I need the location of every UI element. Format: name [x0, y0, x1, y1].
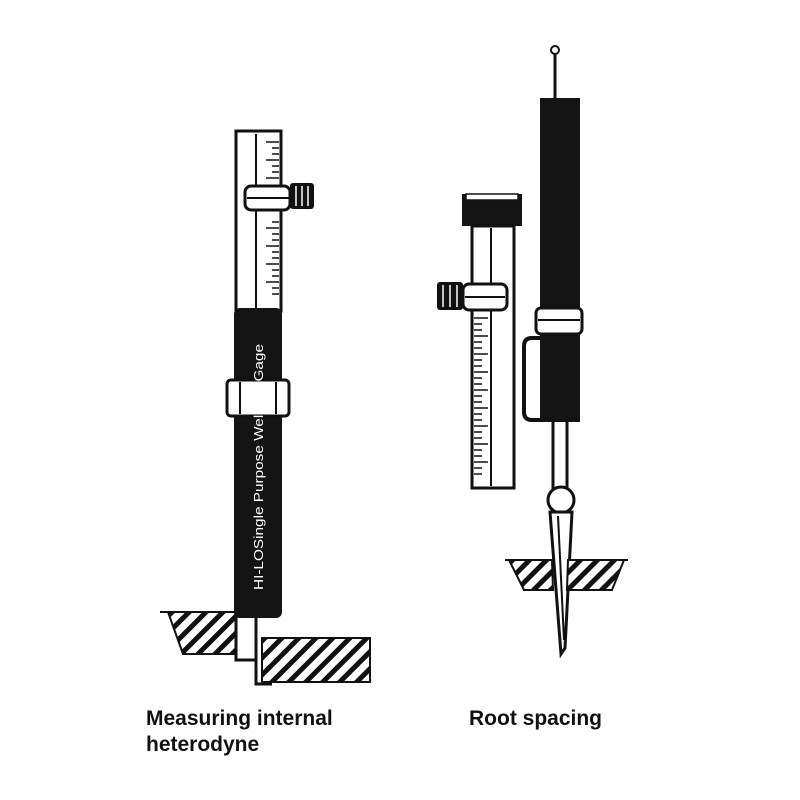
left-gage-foot — [234, 616, 256, 662]
right-workpiece-left-plate — [507, 559, 555, 591]
right-gage-clamp-handle — [522, 336, 540, 422]
left-gage: HI-LOSingle Purpose Welding Gage — [160, 129, 371, 686]
right-gage-scale-blade — [470, 224, 516, 490]
left-gage-scale-blade — [234, 129, 283, 313]
left-gage-probe-leg — [254, 616, 272, 686]
left-workpiece-lower-plate — [261, 637, 371, 683]
caption-measuring-internal-misalignment: Measuring internal heterodyne — [146, 707, 333, 756]
right-gage-body — [540, 98, 580, 422]
gage-body-label: HI-LOSingle Purpose Welding Gage — [251, 344, 266, 590]
right-gage — [437, 45, 628, 659]
left-gage-tick-marks — [266, 141, 279, 295]
right-gage-tick-marks — [474, 317, 488, 475]
right-workpiece-right-plate — [565, 559, 626, 591]
left-workpiece-upper-plate — [166, 611, 237, 655]
caption-root-spacing: Root spacing — [469, 707, 603, 730]
left-gage-body-clamp — [225, 378, 291, 418]
right-gage-ball-joint — [546, 485, 576, 515]
